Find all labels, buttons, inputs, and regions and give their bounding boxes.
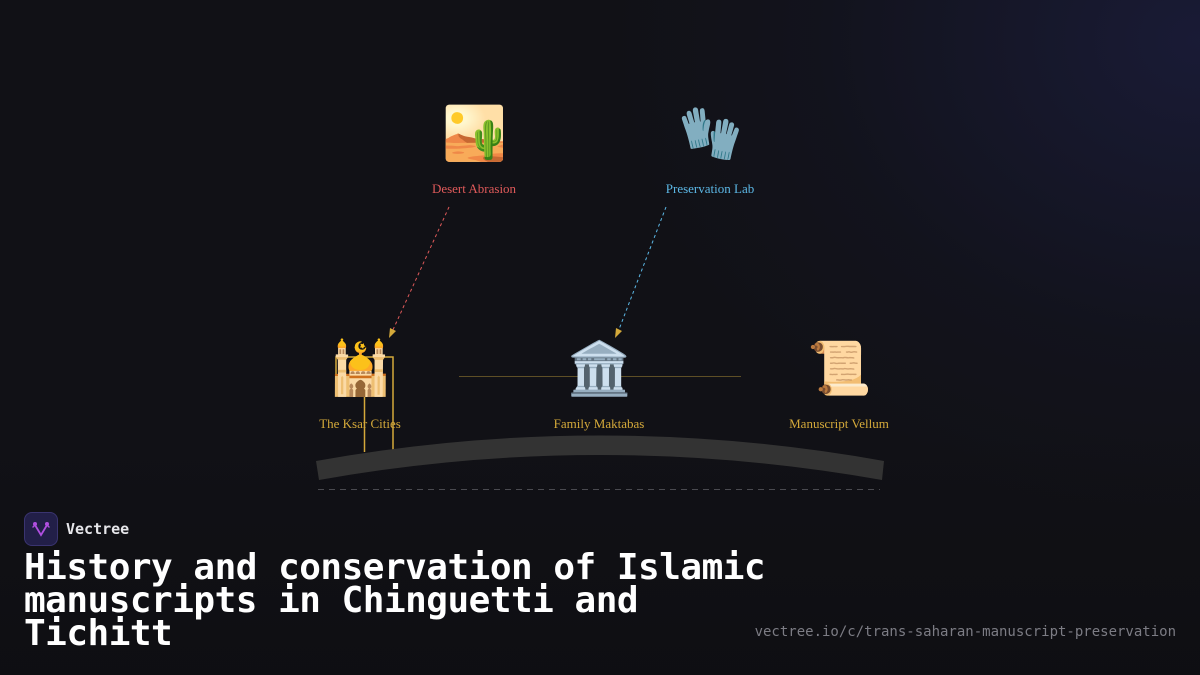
node-label: Manuscript Vellum [789,416,889,431]
ksar-bracket [335,356,394,452]
mosque-icon: 🕌 [328,341,393,398]
node-label: Desert Abrasion [431,181,517,196]
page-url[interactable]: vectree.io/c/trans-saharan-manuscript-pr… [754,624,1176,640]
brand-name: Vectree [66,520,130,538]
edge-desert-to-ksar [391,206,450,333]
arrowhead-icon [615,328,622,338]
vectree-logo-icon [24,512,58,546]
node-desert-abrasion[interactable]: 🏜️ Desert Abrasion [394,103,554,197]
desert-icon: 🏜️ [442,106,507,163]
gloves-icon: 🧤 [678,106,743,163]
node-label: Family Maktabas [553,416,645,431]
brand[interactable]: Vectree [24,512,129,546]
arrowhead-icon [389,328,396,338]
node-label: The Ksar Cities [319,416,401,431]
timeline-arc [316,435,884,480]
node-preservation-lab[interactable]: 🧤 Preservation Lab [630,103,790,197]
page-title: History and conservation of Islamic manu… [24,547,766,654]
node-family-maktabas[interactable]: 🏛️ Family Maktabas [519,338,679,432]
scroll-icon: 📜 [807,341,872,398]
node-ksar-cities[interactable]: 🕌 The Ksar Cities [280,338,440,432]
node-manuscript-vellum[interactable]: 📜 Manuscript Vellum [759,338,919,432]
edge-lab-to-maktabas [617,206,667,333]
node-label: Preservation Lab [665,181,755,196]
library-building-icon: 🏛️ [567,341,632,398]
